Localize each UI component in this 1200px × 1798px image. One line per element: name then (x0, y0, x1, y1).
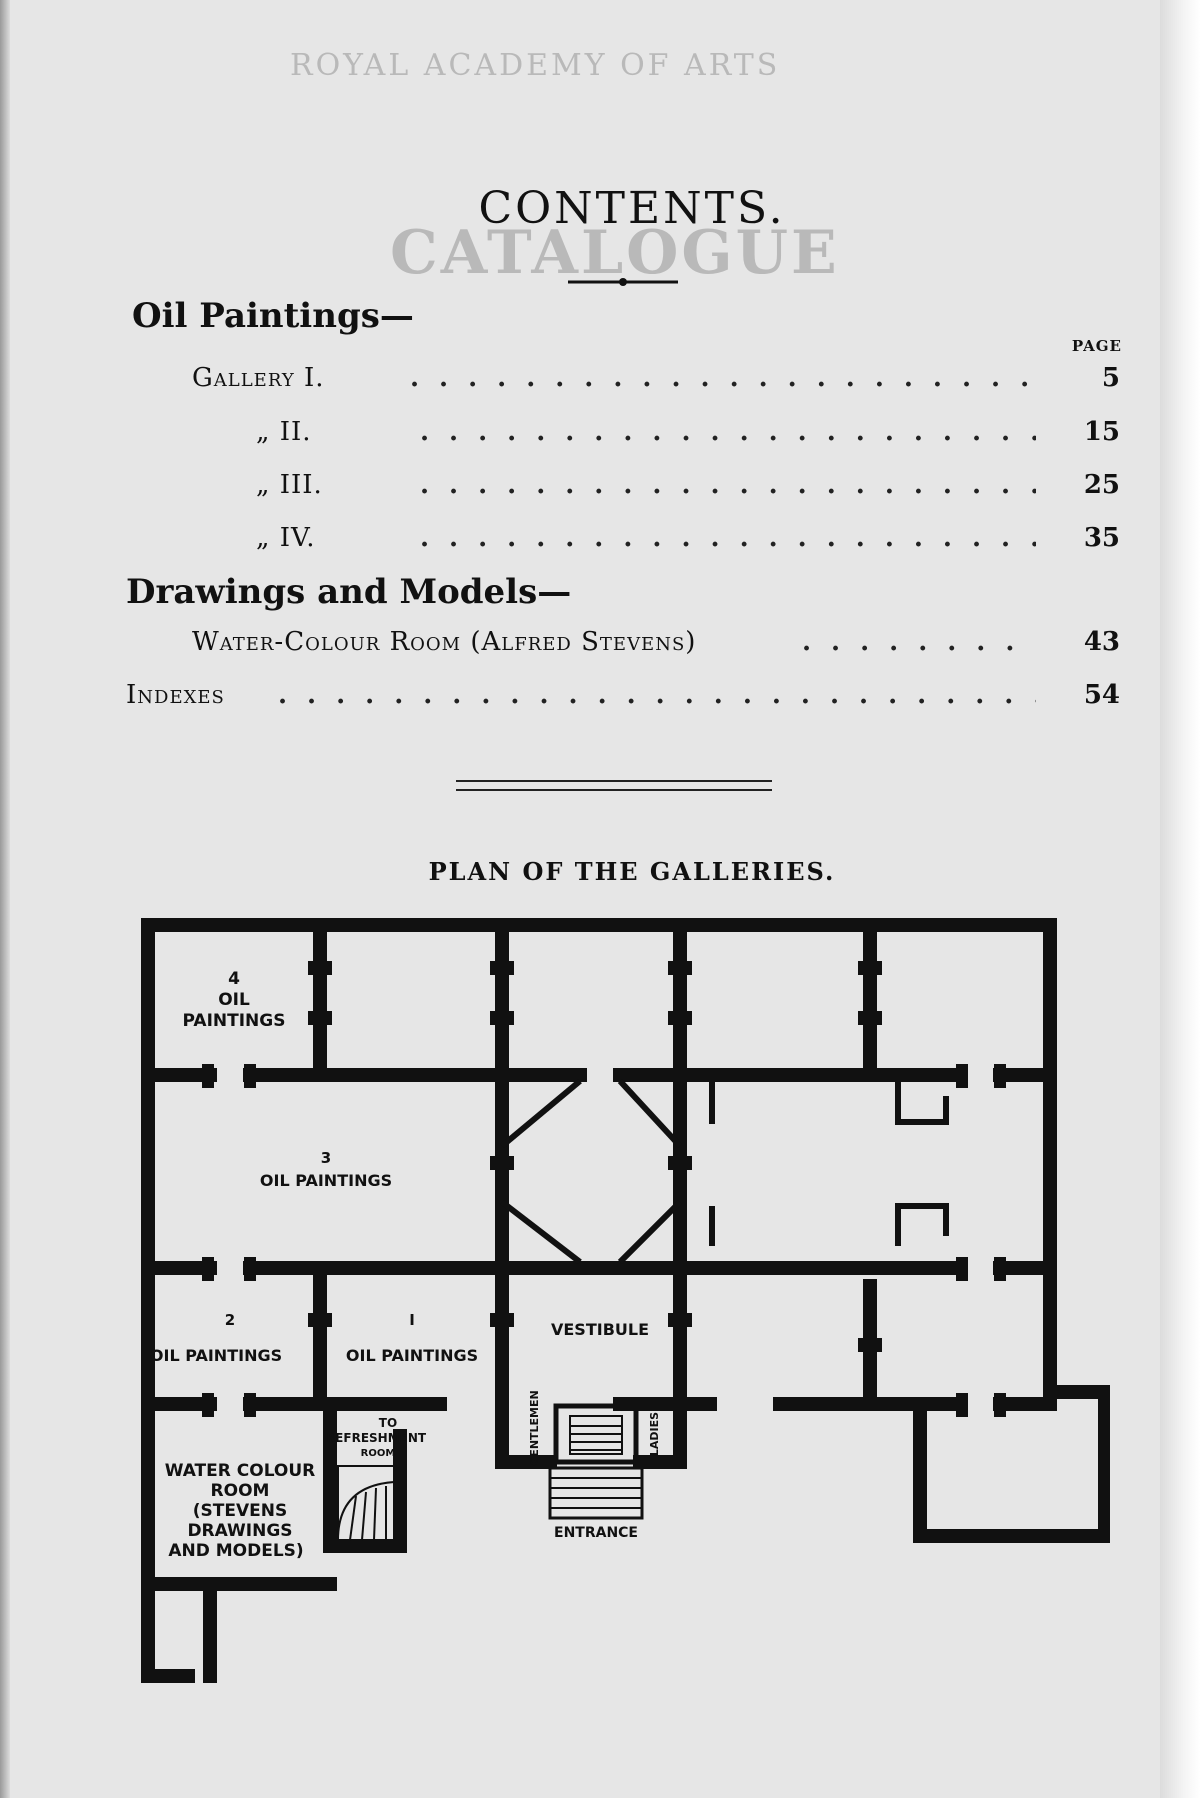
toc-entry-gallery-4[interactable]: „ IV. ..................................… (256, 523, 1120, 563)
room-label-water-colour: DRAWINGS (187, 1521, 292, 1541)
room-label-gallery-3: 3 (321, 1149, 331, 1167)
entry-page-number: 43 (1083, 627, 1120, 657)
plan-pilasters (202, 961, 1006, 1417)
entry-label: Water-Colour Room (Alfred Stevens) (192, 627, 697, 657)
room-label-gentlemen: GENTLEMEN (528, 1390, 541, 1465)
dot-leader: ....................................... (420, 523, 1036, 553)
plan-labels: 4 OIL PAINTINGS 3 OIL PAINTINGS 2 OIL PA… (150, 969, 661, 1561)
room-label-water-colour: (STEVENS (193, 1501, 287, 1521)
room-label-gallery-2: 2 (225, 1311, 235, 1329)
entry-label: „ IV. (256, 523, 316, 553)
entry-page-number: 5 (1101, 363, 1120, 393)
toc-entry-water-colour-room[interactable]: Water-Colour Room (Alfred Stevens) .....… (192, 627, 1120, 667)
entry-label: „ II. (256, 417, 312, 447)
entry-page-number: 54 (1083, 680, 1120, 710)
gallery-floor-plan: 4 OIL PAINTINGS 3 OIL PAINTINGS 2 OIL PA… (141, 918, 1110, 1683)
entry-label: „ III. (256, 470, 323, 500)
plan-walls (141, 918, 1110, 1683)
room-label-water-colour: ROOM (211, 1481, 270, 1501)
entry-label: Gallery I. (192, 363, 325, 393)
room-label-refreshment: REFRESHMENT (326, 1431, 427, 1445)
toc-entry-gallery-2[interactable]: „ II. ..................................… (256, 417, 1120, 457)
refreshment-stair (337, 1465, 395, 1541)
title-ornament (568, 278, 678, 286)
dot-leader: ........................................… (278, 680, 1036, 710)
plan-alcoves (709, 1082, 949, 1246)
dot-leader: ............... (802, 627, 1036, 657)
section-heading-oil-paintings: Oil Paintings— (132, 296, 414, 336)
room-label-gallery-3: OIL PAINTINGS (260, 1171, 392, 1190)
room-label-ladies: LADIES (648, 1412, 661, 1456)
plan-braces (500, 1078, 683, 1265)
room-label-refreshment: ROOM (361, 1448, 396, 1459)
room-label-gallery-4: PAINTINGS (183, 1011, 286, 1031)
toc-entry-indexes[interactable]: Indexes ................................… (126, 680, 1120, 720)
room-label-gallery-4: 4 (228, 969, 240, 989)
room-label-gallery-1: I (409, 1311, 415, 1329)
entrance-porch (548, 1403, 644, 1520)
room-label-gallery-1: OIL PAINTINGS (346, 1346, 478, 1365)
room-label-water-colour: WATER COLOUR (165, 1461, 316, 1481)
room-label-gallery-2: OIL PAINTINGS (150, 1346, 282, 1365)
entry-page-number: 15 (1083, 417, 1120, 447)
toc-entry-gallery-1[interactable]: Gallery I. .............................… (192, 363, 1120, 403)
entry-label: Indexes (126, 680, 225, 710)
section-heading-drawings-models: Drawings and Models— (126, 572, 572, 612)
room-label-vestibule: VESTIBULE (551, 1320, 649, 1339)
room-label-water-colour: AND MODELS) (168, 1541, 303, 1561)
page-edge-right (1160, 0, 1200, 1798)
dot-leader: ....................................... (410, 363, 1036, 393)
section-divider-bottom (456, 789, 772, 791)
page-column-heading: PAGE (1071, 337, 1122, 355)
plan-title: PLAN OF THE GALLERIES. (428, 857, 836, 886)
entry-page-number: 35 (1083, 523, 1120, 553)
entry-page-number: 25 (1083, 470, 1120, 500)
page-shadow-left (0, 0, 10, 1798)
room-label-entrance: ENTRANCE (554, 1525, 638, 1541)
show-through-catalogue: CATALOGUE (390, 218, 840, 288)
toc-entry-gallery-3[interactable]: „ III. .................................… (256, 470, 1120, 510)
show-through-heading: ROYAL ACADEMY OF ARTS (290, 48, 781, 83)
room-label-gallery-4: OIL (218, 990, 250, 1010)
dot-leader: ....................................... (420, 470, 1036, 500)
section-divider-top (456, 780, 772, 782)
contents-title: CONTENTS. (478, 183, 786, 234)
room-label-refreshment: TO (379, 1416, 397, 1430)
dot-leader: ....................................... (420, 417, 1036, 447)
